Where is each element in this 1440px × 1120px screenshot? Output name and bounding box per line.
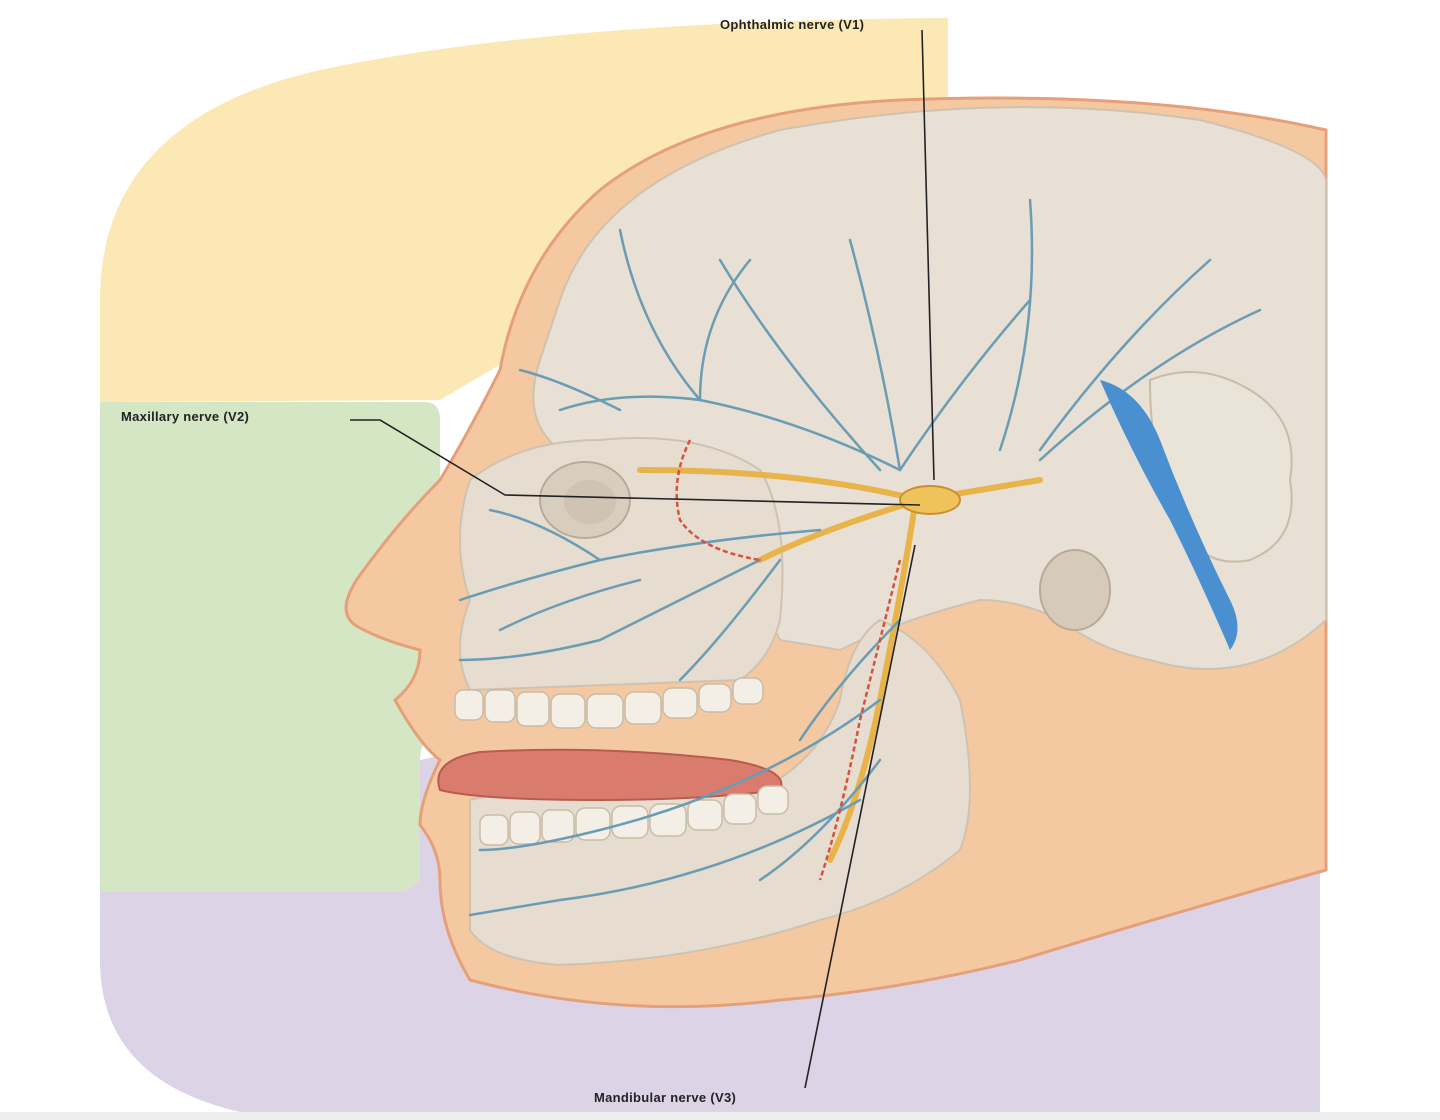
label-maxillary-nerve: Maxillary nerve (V2) [121,409,250,424]
ear-canal [1039,549,1111,631]
region-v1-ophthalmic [100,18,948,402]
label-ophthalmic-nerve: Ophthalmic nerve (V1) [720,17,865,32]
tongue [437,748,783,802]
nerve-branches-v3 [468,618,902,917]
arteries [675,439,902,881]
vein [1100,380,1238,650]
bottom-bar [0,1112,1440,1120]
nerve-branches-v1 [518,198,1262,472]
label-mandibular-nerve: Mandibular nerve (V3) [594,1090,737,1105]
trigeminal-ganglion-icon [899,485,961,515]
leader-line-v2 [350,419,921,506]
upper-teeth [454,677,764,729]
leader-line-v1 [921,29,935,481]
leader-lines [350,29,935,1089]
eyeball [564,480,616,524]
leader-line-v3 [804,544,916,1089]
region-v2-maxillary [100,402,440,892]
nerve-branches-v2 [458,508,822,682]
